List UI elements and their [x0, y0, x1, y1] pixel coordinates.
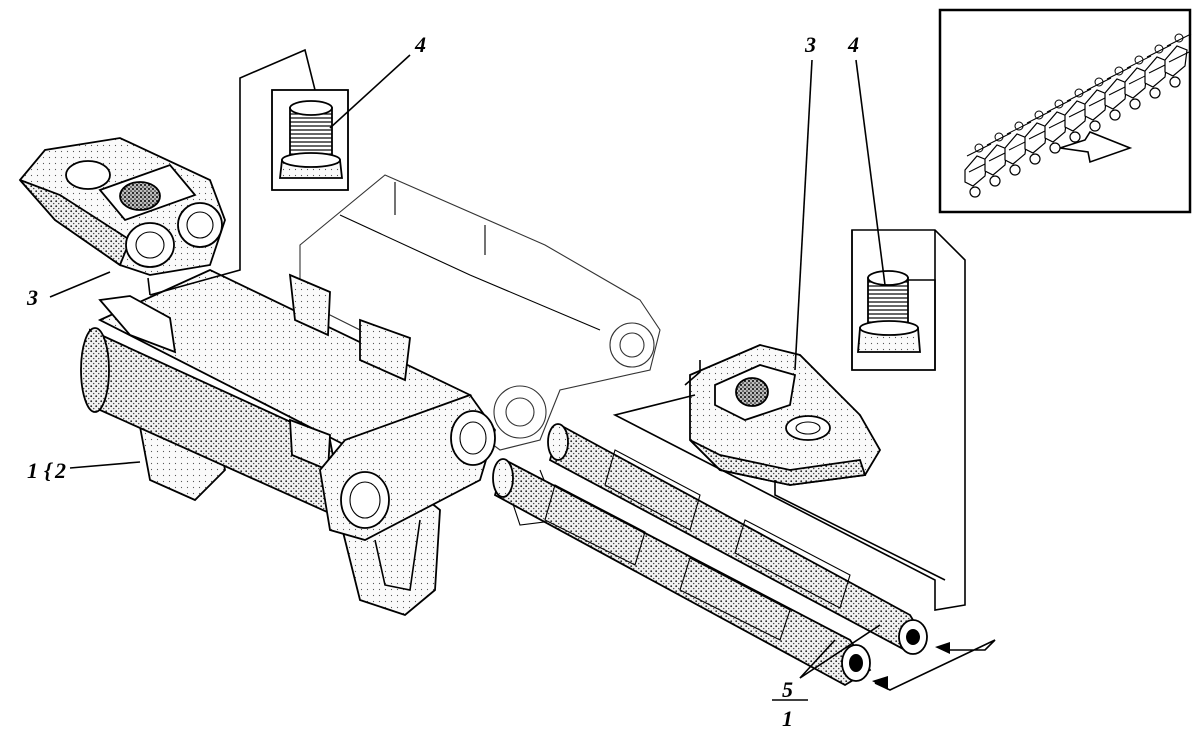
leader-lines — [49, 54, 886, 701]
inset-link — [984, 132, 1012, 187]
inset-link — [1084, 77, 1112, 132]
left-bolt — [278, 100, 344, 179]
inset-link — [1024, 110, 1052, 165]
inset-link — [1164, 33, 1192, 88]
left-bolt-callout — [147, 48, 349, 296]
track-pins — [492, 423, 996, 691]
right-clamp — [689, 344, 882, 486]
left-clamp — [18, 137, 226, 276]
inset-link — [1144, 44, 1172, 99]
pin-rear — [547, 423, 928, 655]
label-bracket: { — [44, 458, 53, 483]
ghost-mating-link — [299, 174, 661, 526]
label-part-3-left: 3 — [26, 285, 38, 310]
inset-link — [1044, 99, 1072, 154]
label-part-4-left: 4 — [414, 32, 426, 57]
inset-link — [1004, 121, 1032, 176]
inset-track-view — [938, 8, 1192, 214]
label-part-5-numerator: 5 — [782, 677, 793, 702]
right-bolt — [857, 270, 921, 353]
label-part-2: 2 — [54, 458, 66, 483]
inset-link — [1124, 55, 1152, 110]
label-part-5-denominator: 1 — [782, 706, 793, 731]
label-part-1: 1 — [27, 458, 38, 483]
label-part-4-right: 4 — [847, 32, 859, 57]
pin-front — [492, 458, 872, 687]
inset-link — [1104, 66, 1132, 121]
right-bolt-callout — [612, 229, 966, 611]
label-part-3-right: 3 — [804, 32, 816, 57]
track-link-body — [80, 269, 496, 617]
